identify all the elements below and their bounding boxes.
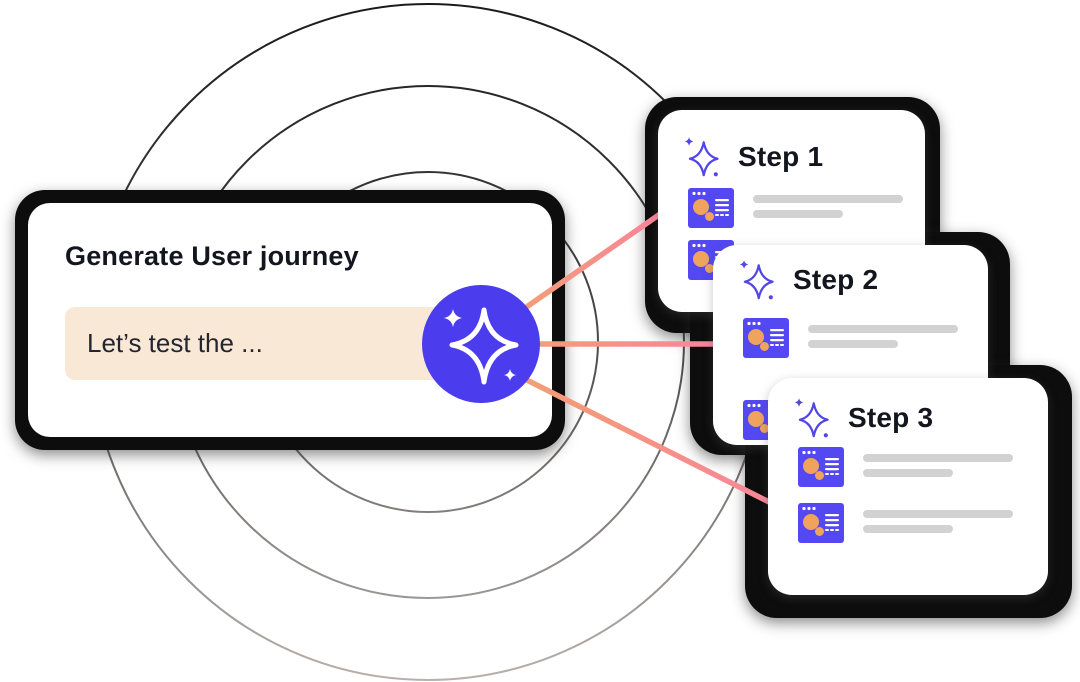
mini-screen-icon: [688, 188, 734, 228]
step2-label: Step 2: [793, 264, 879, 295]
step1-header: Step 1: [683, 135, 823, 179]
step3-header: Step 3: [793, 396, 933, 440]
step1-label: Step 1: [738, 141, 824, 172]
mini-screen-icon: [743, 318, 789, 358]
connector-line-step3: [501, 365, 791, 515]
mini-screen-icon: [798, 503, 844, 543]
step2-header: Step 2: [738, 258, 878, 302]
connector-line-step1: [503, 209, 665, 325]
prompt-input-value: Let’s test the ...: [87, 328, 263, 358]
step3-item-2: [798, 503, 1013, 543]
step-card-3: Step 3: [768, 378, 1048, 595]
generate-button[interactable]: [422, 285, 540, 403]
placeholder-text-lines: [753, 188, 903, 218]
step2-item-1: [743, 318, 958, 358]
step3-label: Step 3: [848, 402, 934, 433]
prompt-input[interactable]: Let’s test the ...: [65, 307, 445, 380]
placeholder-text-lines: [863, 503, 1013, 533]
main-card-title: Generate User journey: [65, 241, 359, 271]
sparkle-icon: [683, 135, 721, 179]
sparkle-icon: [793, 396, 831, 440]
sparkle-icon: [738, 258, 776, 302]
placeholder-text-lines: [808, 318, 958, 348]
step1-item-1: [688, 188, 903, 228]
placeholder-text-lines: [863, 447, 1013, 477]
step3-item-1: [798, 447, 1013, 487]
sparkle-icon: [422, 285, 540, 403]
mini-screen-icon: [798, 447, 844, 487]
